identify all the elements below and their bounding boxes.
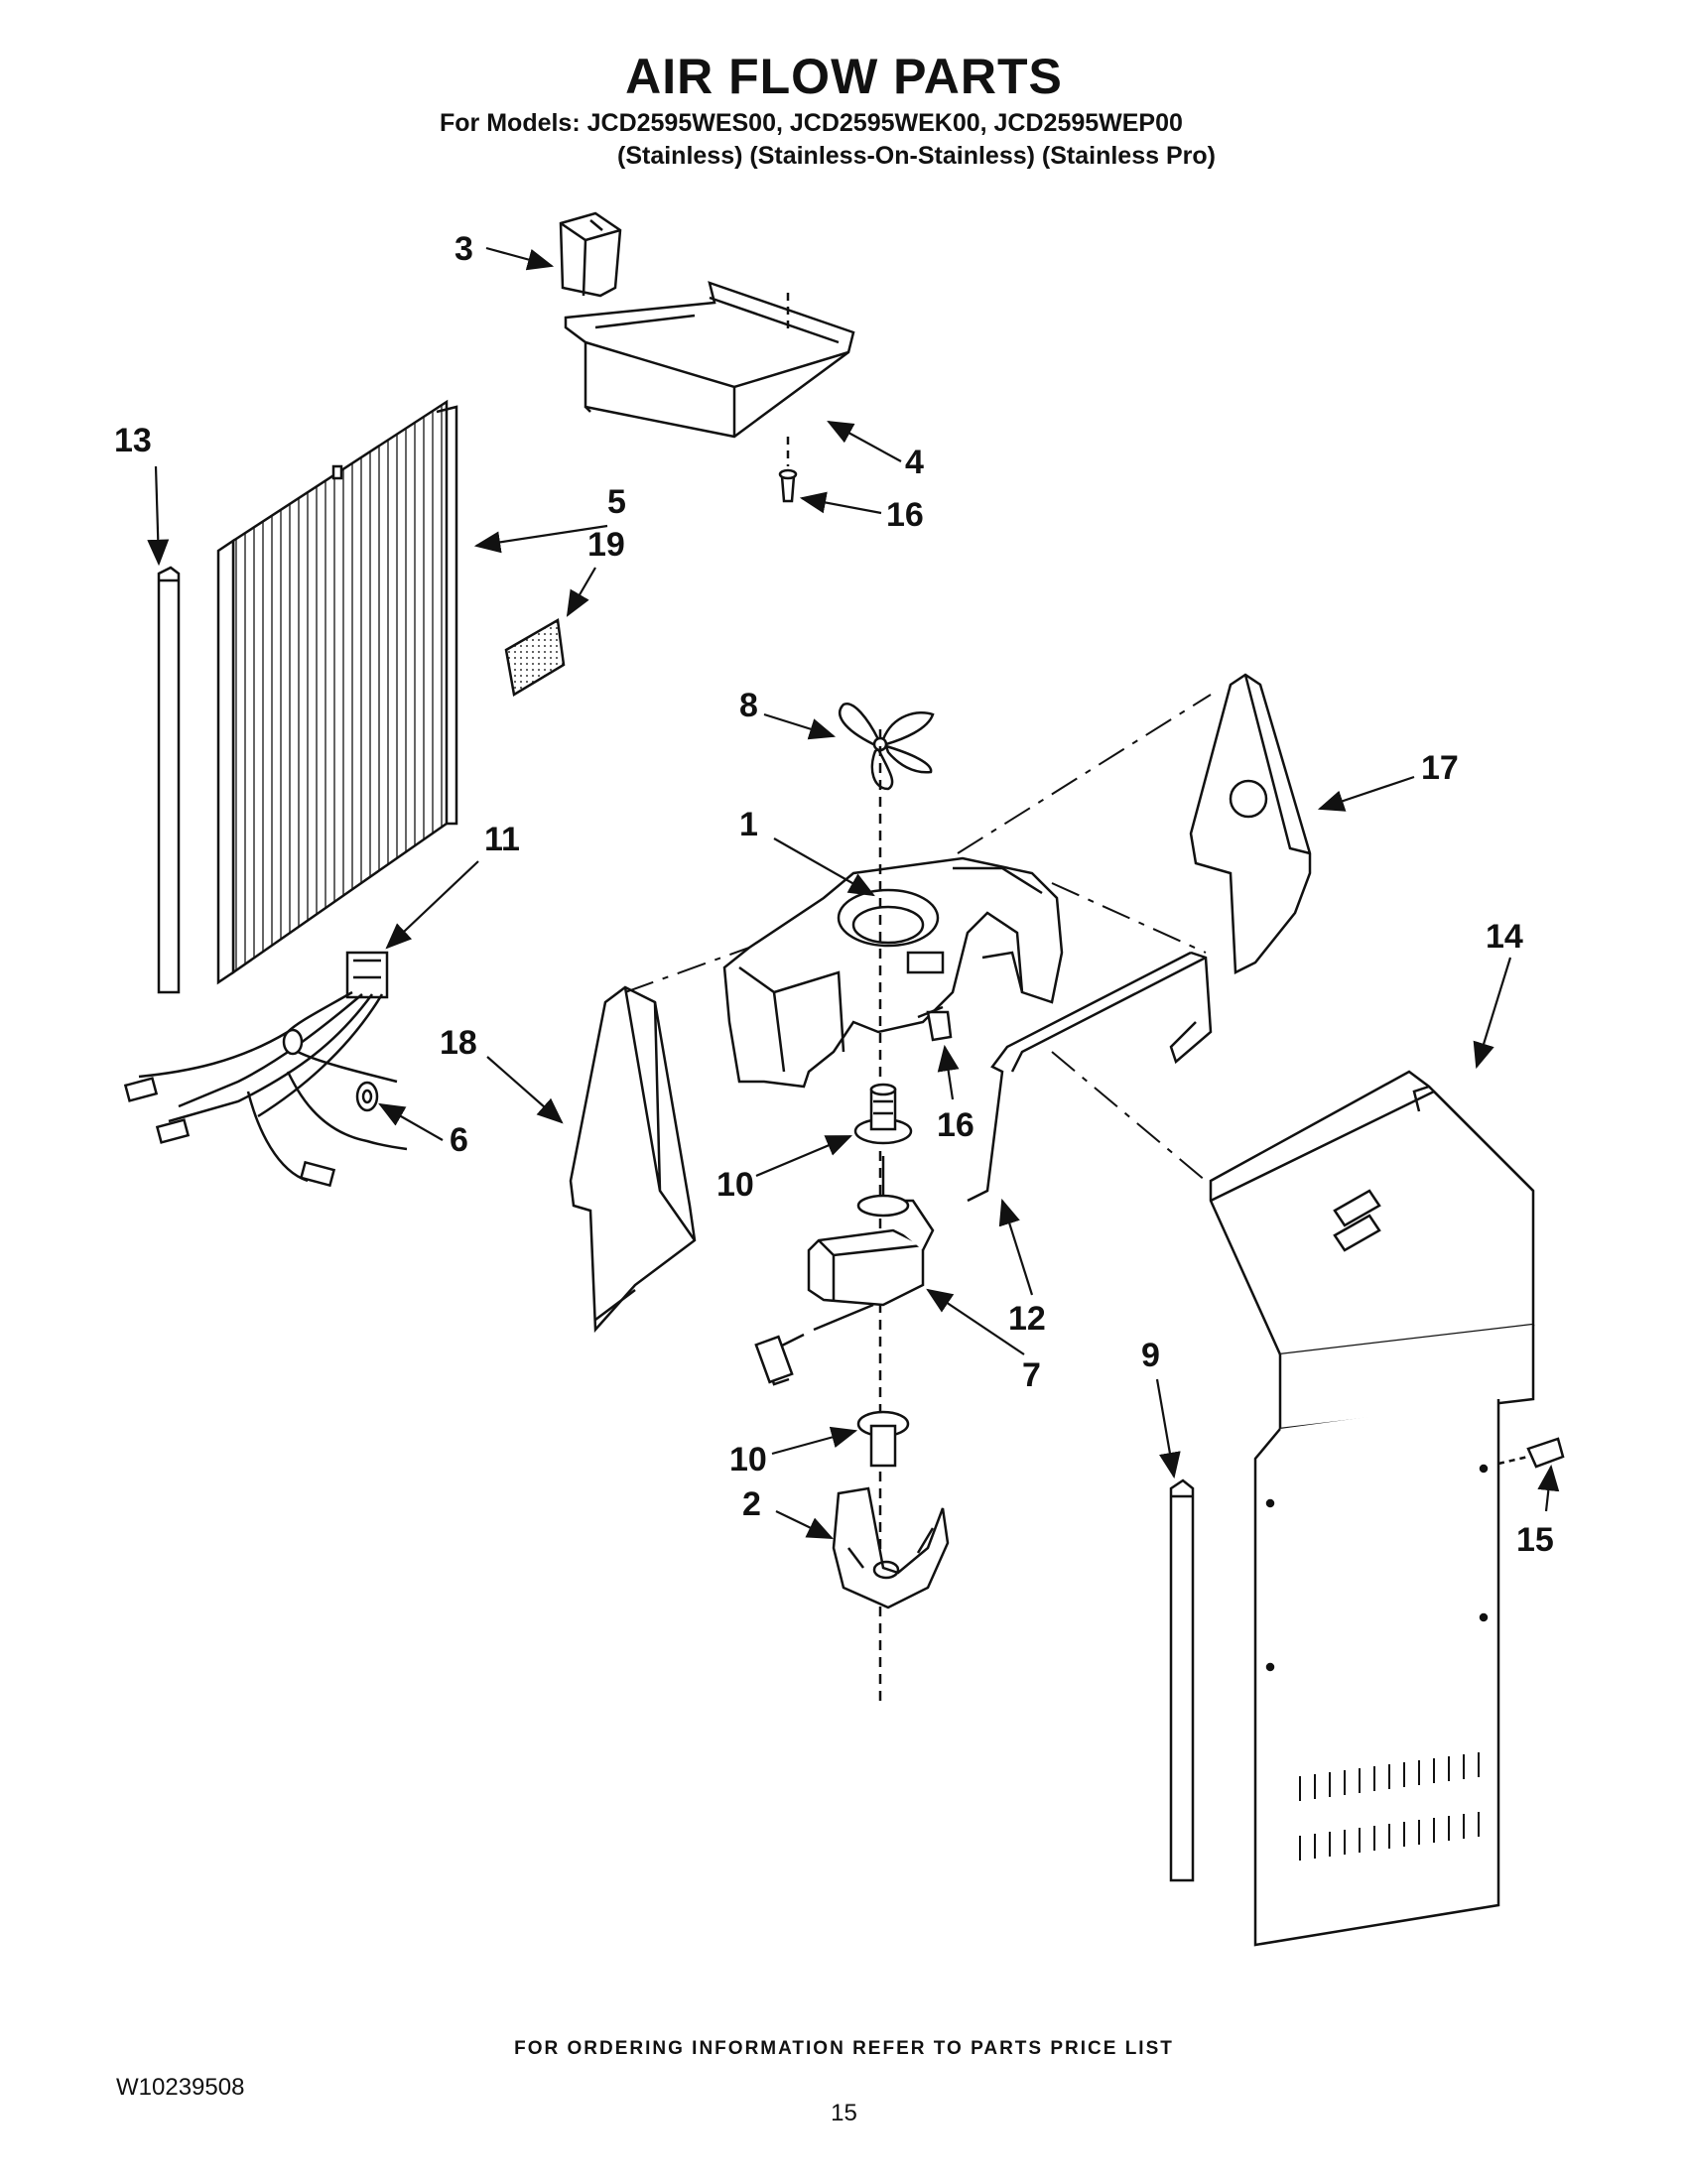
part-2-motor-bracket <box>832 1486 950 1609</box>
callout-2: 2 <box>742 1485 761 1523</box>
part-17-right-baffle <box>1189 673 1312 974</box>
part-5-evaporator-cover <box>216 399 458 985</box>
part-19-insulation-pad <box>504 617 566 698</box>
document-number: W10239508 <box>116 2074 245 2101</box>
callout-16-top: 16 <box>886 496 924 534</box>
page-title: AIR FLOW PARTS <box>625 49 1063 104</box>
part-10-grommet-lower <box>856 1410 910 1468</box>
part-3-damper-cap <box>559 211 622 298</box>
callout-13: 13 <box>114 422 152 459</box>
callout-6: 6 <box>450 1121 468 1159</box>
ordering-note: FOR ORDERING INFORMATION REFER TO PARTS … <box>514 2038 1174 2059</box>
part-13-foam-strip <box>157 566 181 994</box>
part-1-fan-housing <box>722 856 1064 1089</box>
callout-18: 18 <box>440 1024 477 1062</box>
part-6-grommet <box>355 1081 379 1112</box>
callout-9: 9 <box>1141 1337 1160 1374</box>
callout-5: 5 <box>607 483 626 521</box>
part-10-grommet-upper <box>853 1083 913 1145</box>
models-line: For Models: JCD2595WES00, JCD2595WEK00, … <box>440 109 1183 137</box>
callout-8: 8 <box>739 687 758 724</box>
part-11-wire-harness <box>123 951 408 1188</box>
callout-17: 17 <box>1421 749 1459 787</box>
part-7-fan-motor <box>754 1156 935 1386</box>
callout-7: 7 <box>1022 1356 1041 1394</box>
callout-11: 11 <box>484 821 520 858</box>
part-18-left-baffle <box>569 985 697 1334</box>
assembly-guide-lines <box>624 694 1212 1182</box>
callout-12: 12 <box>1008 1300 1046 1338</box>
part-9-foam-strip <box>1169 1478 1195 1882</box>
part-14-rear-duct-cover <box>1209 1070 1535 1947</box>
callout-15: 15 <box>1516 1521 1554 1559</box>
part-4-air-duct <box>564 281 855 439</box>
callout-labels: 3 4 16 13 5 19 8 1 17 11 14 18 6 16 10 1… <box>114 230 1554 1559</box>
callout-19: 19 <box>587 526 625 564</box>
callout-3: 3 <box>454 230 473 268</box>
part-16-screw-top <box>778 293 798 503</box>
callout-4: 4 <box>905 444 924 481</box>
variants-line: (Stainless) (Stainless-On-Stainless) (St… <box>617 142 1216 170</box>
callout-16-center: 16 <box>937 1106 974 1144</box>
callout-14: 14 <box>1486 918 1523 956</box>
leader-arrows <box>147 246 1560 1539</box>
part-8-fan-blade <box>839 703 935 791</box>
part-15-side-screw <box>1497 1437 1565 1469</box>
page-number: 15 <box>831 2100 857 2126</box>
callout-10-lower: 10 <box>729 1441 767 1478</box>
part-16-screw-center <box>917 1005 953 1042</box>
callout-10-upper: 10 <box>716 1166 754 1204</box>
part-12-wire-bracket <box>967 951 1213 1203</box>
callout-1: 1 <box>739 806 758 843</box>
